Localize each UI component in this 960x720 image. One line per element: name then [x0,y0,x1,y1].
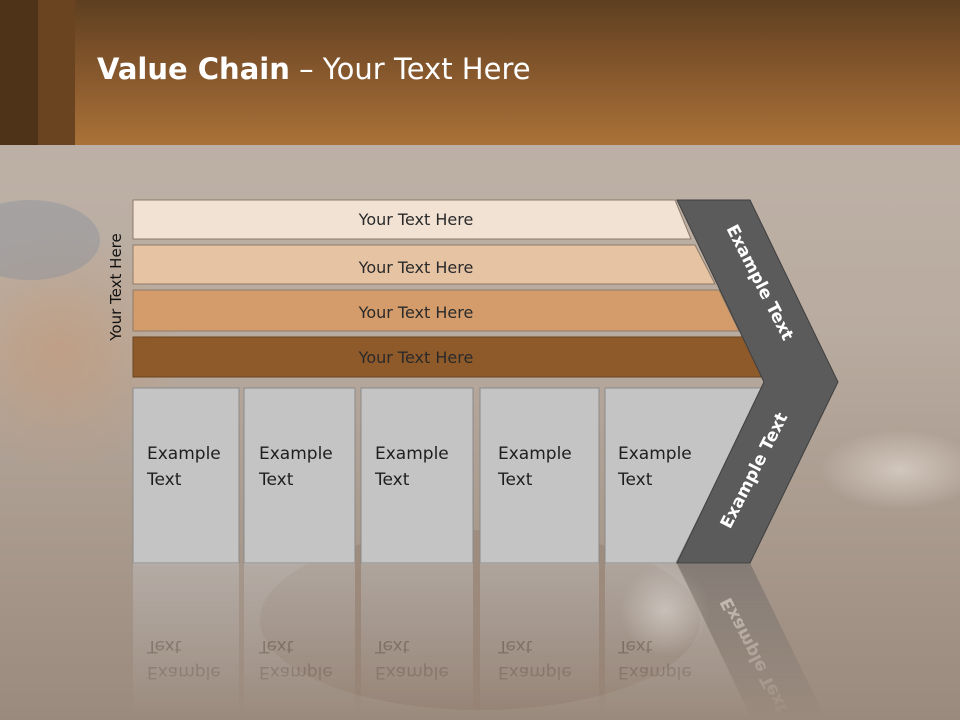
title-bold: Value Chain [97,52,290,86]
reflection-column-2-line1: Example [259,662,333,682]
column-4-line1: Example [498,444,572,464]
reflection-column-2 [244,563,355,720]
reflection-column-5-line1: Example [618,662,692,682]
header-bar [0,0,960,145]
column-3-box [360,387,474,564]
header-accent-light [38,0,75,145]
column-1-line2: Text [146,470,182,490]
reflection: Example Text Example Text Example Text E… [133,563,827,720]
column-2-box [243,387,356,564]
reflection-column-3-line2: Text [374,636,410,656]
column-5-line1: Example [618,444,692,464]
row-2[interactable]: Your Text Here [132,244,716,285]
column-4-box [479,387,600,564]
slide-title: Value Chain – Your Text Here [97,52,531,86]
row-3[interactable]: Your Text Here [132,289,740,332]
column-1-line1: Example [147,444,221,464]
reflection-column-4-line2: Text [497,636,533,656]
reflection-column-1-line1: Example [147,662,221,682]
column-1[interactable]: Example Text [132,387,240,564]
row-1[interactable]: Your Text Here [132,199,692,240]
reflection-column-1 [133,563,239,720]
header-accent-dark [0,0,38,145]
reflection-column-5-line2: Text [617,636,653,656]
column-3-line1: Example [375,444,449,464]
row-1-label: Your Text Here [358,210,474,229]
reflection-column-5 [605,563,755,720]
reflection-column-3 [361,563,473,720]
reflection-column-3-line1: Example [375,662,449,682]
row-4[interactable]: Your Text Here [132,336,764,378]
reflection-chevron [677,563,827,720]
column-1-box [132,387,240,564]
column-2-line2: Text [258,470,294,490]
row-2-label: Your Text Here [358,258,474,277]
row-4-label: Your Text Here [358,348,474,367]
column-4[interactable]: Example Text [479,387,600,564]
title-rest: – Your Text Here [289,52,531,86]
row-2-shape [132,244,716,285]
column-2[interactable]: Example Text [243,387,356,564]
column-2-line1: Example [259,444,333,464]
column-3-line2: Text [374,470,410,490]
row-1-shape [132,199,692,240]
reflection-column-2-line2: Text [258,636,294,656]
reflection-column-4-line1: Example [498,662,572,682]
column-5-line2: Text [617,470,653,490]
column-4-line2: Text [497,470,533,490]
reflection-column-4 [480,563,599,720]
column-5[interactable]: Example Text [604,387,764,564]
row-3-shape [132,289,740,332]
column-3[interactable]: Example Text [360,387,474,564]
reflection-column-1-line2: Text [146,636,182,656]
row-3-label: Your Text Here [358,303,474,322]
